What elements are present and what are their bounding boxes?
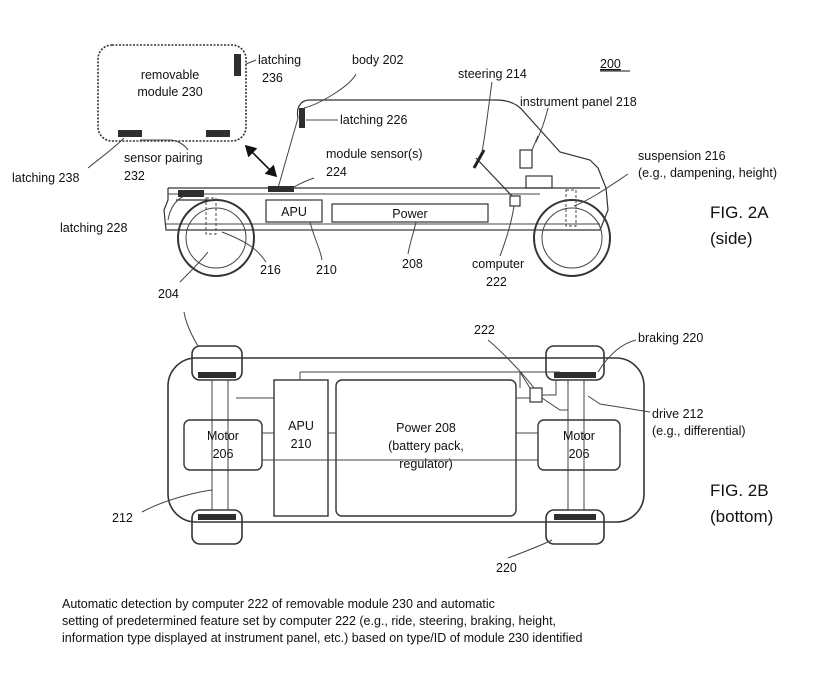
latching-238-label: latching 238	[12, 171, 79, 185]
steering-wheel	[472, 149, 486, 169]
fig-2b-title: FIG. 2B	[710, 481, 769, 500]
module-sensor-label-a: module sensor(s)	[326, 147, 423, 161]
instrument-panel-218-label: instrument panel 218	[520, 95, 637, 109]
bottom-wheel-front-left	[191, 345, 243, 381]
computer-222-label-b: 222	[486, 275, 507, 289]
right-motor-206	[537, 419, 621, 471]
ref-216-side: 216	[260, 263, 281, 277]
latching-236-pad	[234, 54, 241, 76]
ref-220-bottom: 220	[496, 561, 517, 575]
fig-2b-subtitle: (bottom)	[710, 507, 773, 526]
instrument-panel-218	[519, 149, 533, 169]
vehicle-body-outline	[163, 99, 609, 231]
bottom-apu-210	[273, 379, 329, 517]
removable-module-box	[97, 44, 247, 142]
bottom-power-label-c: regulator)	[399, 457, 453, 471]
bottom-wheel-rear-right	[545, 509, 605, 545]
caption-line-3: information type displayed at instrument…	[62, 631, 582, 645]
module-label-line1: removable	[141, 68, 199, 82]
ref-210-side: 210	[316, 263, 337, 277]
bottom-power-208	[335, 379, 517, 517]
side-power-label: Power	[392, 207, 427, 221]
left-motor-label-b: 206	[213, 447, 234, 461]
ref-204: 204	[158, 287, 179, 301]
latching-228-label: latching 228	[60, 221, 127, 235]
computer-222-label-a: computer	[472, 257, 524, 271]
latching-238-pad	[118, 130, 142, 137]
side-apu-box	[265, 199, 323, 223]
side-power-box	[331, 203, 489, 223]
ref-208-side: 208	[402, 257, 423, 271]
side-rear-wheel	[533, 199, 611, 277]
fig-2a-subtitle: (side)	[710, 229, 753, 248]
steering-column	[475, 157, 513, 197]
braking-220-label: braking 220	[638, 331, 703, 345]
body-202-label: body 202	[352, 53, 403, 67]
latching-226-pad	[299, 108, 305, 128]
bottom-power-label-a: Power 208	[396, 421, 456, 435]
sensor-pairing-232-pad	[206, 130, 230, 137]
bottom-wheel-rear-left	[191, 509, 243, 545]
detach-arrow	[244, 144, 278, 178]
bottom-apu-label-b: 210	[291, 437, 312, 451]
latching-236-label-b: 236	[262, 71, 283, 85]
side-apu-label: APU	[281, 205, 307, 219]
suspension-216-label-a: suspension 216	[638, 149, 726, 163]
left-motor-206	[183, 419, 263, 471]
bottom-view: Motor 206 Motor 206 APU 210 Power 208 (b…	[112, 311, 773, 575]
caption: Automatic detection by computer 222 of r…	[62, 597, 582, 645]
ref-200: 200	[600, 57, 621, 71]
right-motor-label-a: Motor	[563, 429, 595, 443]
caption-line-2: setting of predetermined feature set by …	[62, 614, 556, 628]
bottom-chassis-outline	[167, 357, 645, 523]
sensor-pairing-label-b: 232	[124, 169, 145, 183]
drive-212-label-a: drive 212	[652, 407, 703, 421]
left-axle	[211, 379, 229, 511]
side-computer-222	[509, 195, 521, 207]
suspension-216-label-b: (e.g., dampening, height)	[638, 166, 777, 180]
bottom-wheel-front-right	[545, 345, 605, 381]
ref-222-bottom: 222	[474, 323, 495, 337]
bottom-computer-222	[529, 387, 543, 403]
caption-line-1: Automatic detection by computer 222 of r…	[62, 597, 495, 611]
ref-212-bottom: 212	[112, 511, 133, 525]
latching-226-label: latching 226	[340, 113, 407, 127]
steering-214-label: steering 214	[458, 67, 527, 81]
drive-212-label-b: (e.g., differential)	[652, 424, 746, 438]
module-sensor-label-b: 224	[326, 165, 347, 179]
latching-228-pad	[178, 190, 204, 197]
sensor-pairing-label-a: sensor pairing	[124, 151, 203, 165]
side-view: removable module 230 APU Power	[12, 44, 777, 301]
module-sensor-224-pad	[268, 186, 294, 192]
module-label-line2: module 230	[137, 85, 202, 99]
latching-236-label-a: latching	[258, 53, 301, 67]
fig-2a-title: FIG. 2A	[710, 203, 769, 222]
right-axle	[567, 379, 585, 511]
bottom-apu-label-a: APU	[288, 419, 314, 433]
side-front-wheel	[177, 199, 255, 277]
side-suspension-rear	[565, 189, 577, 227]
side-suspension-front	[205, 197, 217, 235]
right-motor-label-b: 206	[569, 447, 590, 461]
left-motor-label-a: Motor	[207, 429, 239, 443]
bottom-power-label-b: (battery pack,	[388, 439, 464, 453]
